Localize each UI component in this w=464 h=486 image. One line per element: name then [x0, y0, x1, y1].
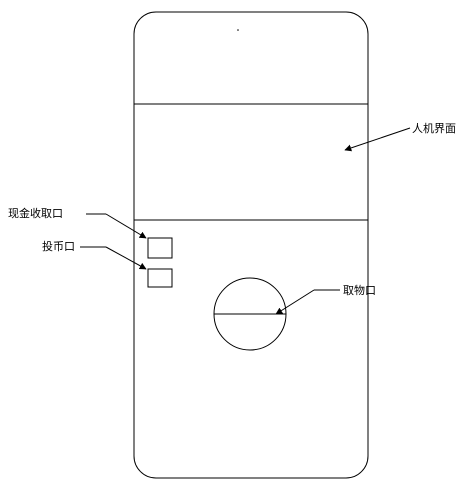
cash-slot-leader-line	[105, 213, 147, 239]
pickup-port-label: 取物口	[343, 283, 376, 297]
cash-slot-box	[147, 237, 173, 259]
coin-slot-box	[147, 268, 173, 288]
hmi-label: 人机界面	[412, 121, 456, 135]
coin-slot-label: 投币口	[42, 239, 75, 253]
coin-slot-leader-line	[105, 246, 147, 270]
cash-slot-label: 现金收取口	[8, 206, 63, 220]
hmi-leader-line	[344, 127, 411, 152]
machine-body-outline	[133, 11, 369, 479]
pickup-port-leader-line	[275, 289, 315, 315]
top-dot	[237, 29, 239, 31]
